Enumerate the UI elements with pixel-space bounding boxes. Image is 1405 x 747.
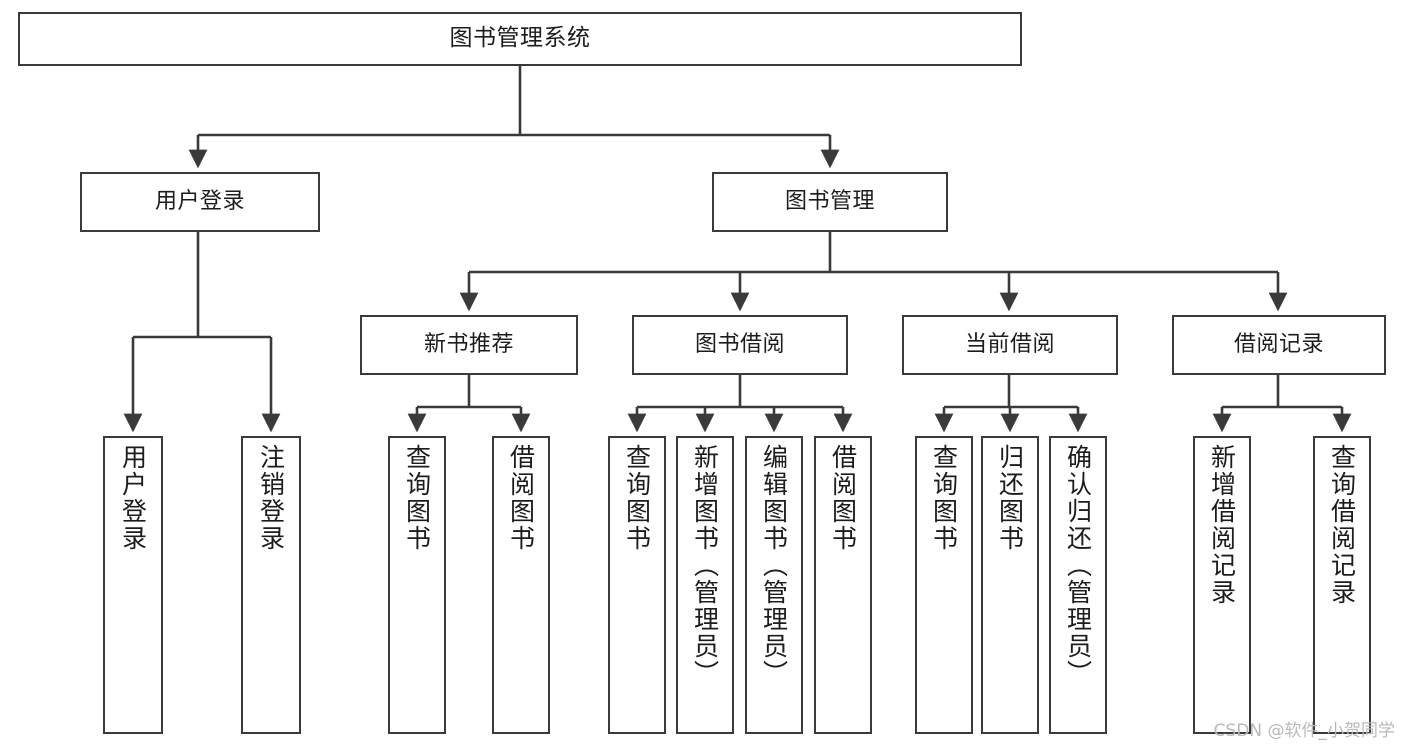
leaf-query-book-1[interactable]: 查询图书 — [388, 436, 446, 734]
node-label: 借阅图书 — [828, 444, 858, 552]
leaf-add-book-admin[interactable]: 新增图书（管理员） — [676, 436, 734, 734]
leaf-confirm-return-admin[interactable]: 确认归还（管理员） — [1049, 436, 1107, 734]
node-root-book-management-system[interactable]: 图书管理系统 — [18, 12, 1022, 66]
node-label: 用户登录 — [154, 188, 245, 214]
node-borrow-record[interactable]: 借阅记录 — [1172, 315, 1386, 375]
node-current-borrow[interactable]: 当前借阅 — [902, 315, 1118, 375]
leaf-return-book[interactable]: 归还图书 — [981, 436, 1039, 734]
node-label: 图书管理 — [784, 188, 875, 214]
node-label: 查询图书 — [622, 444, 652, 552]
leaf-logout[interactable]: 注销登录 — [241, 436, 301, 734]
node-label: 新增借阅记录 — [1207, 444, 1237, 606]
node-label: 图书管理系统 — [449, 25, 591, 52]
node-label: 图书借阅 — [694, 331, 785, 357]
node-label: 查询图书 — [402, 444, 432, 552]
leaf-edit-book-admin[interactable]: 编辑图书（管理员） — [745, 436, 803, 734]
node-label: 借阅图书 — [506, 444, 536, 552]
node-label: 编辑图书（管理员） — [759, 444, 789, 687]
node-label: 新增图书（管理员） — [690, 444, 720, 687]
csdn-watermark: CSDN @软件_小贺同学 — [1213, 721, 1395, 741]
leaf-borrow-book-1[interactable]: 借阅图书 — [492, 436, 550, 734]
node-label: 借阅记录 — [1233, 331, 1324, 357]
node-label: 注销登录 — [256, 444, 286, 552]
node-label: 确认归还（管理员） — [1063, 444, 1093, 687]
node-label: 用户登录 — [118, 444, 148, 552]
leaf-add-borrow-record[interactable]: 新增借阅记录 — [1193, 436, 1251, 734]
leaf-borrow-book-2[interactable]: 借阅图书 — [814, 436, 872, 734]
node-label: 新书推荐 — [423, 331, 514, 357]
node-label: 查询借阅记录 — [1327, 444, 1357, 606]
node-user-login[interactable]: 用户登录 — [80, 172, 320, 232]
node-label: 归还图书 — [995, 444, 1025, 552]
node-new-book-recommend[interactable]: 新书推荐 — [360, 315, 578, 375]
node-book-manage[interactable]: 图书管理 — [712, 172, 948, 232]
node-label: 查询图书 — [929, 444, 959, 552]
node-book-borrow[interactable]: 图书借阅 — [632, 315, 848, 375]
node-label: 当前借阅 — [964, 331, 1055, 357]
leaf-query-book-3[interactable]: 查询图书 — [915, 436, 973, 734]
leaf-query-borrow-record[interactable]: 查询借阅记录 — [1313, 436, 1371, 734]
leaf-user-login[interactable]: 用户登录 — [103, 436, 163, 734]
leaf-query-book-2[interactable]: 查询图书 — [608, 436, 666, 734]
